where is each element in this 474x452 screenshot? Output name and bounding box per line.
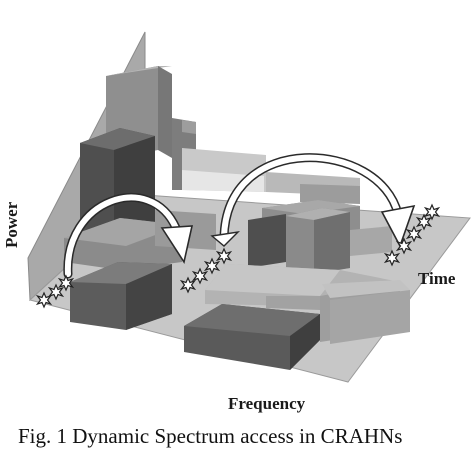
block-front-right-row — [205, 264, 410, 344]
power-axis-label: Power — [2, 201, 21, 248]
block-left-dark-tall — [80, 128, 155, 236]
block-left-mid — [64, 218, 182, 270]
hop-arrow-left — [63, 193, 194, 279]
time-axis-label: Time — [418, 269, 456, 288]
block-back-right-strip — [266, 172, 360, 204]
frequency-axis-label: Frequency — [228, 394, 306, 413]
block-front-left-dark — [70, 262, 172, 330]
block-right-dark — [248, 214, 286, 268]
figure-caption: Fig. 1 Dynamic Spectrum access in CRAHNs — [18, 424, 403, 448]
hop-arrow-right — [210, 153, 416, 248]
block-right-small — [350, 226, 392, 256]
block-right-tall — [286, 208, 350, 276]
block-front-dark-slab — [184, 304, 320, 370]
